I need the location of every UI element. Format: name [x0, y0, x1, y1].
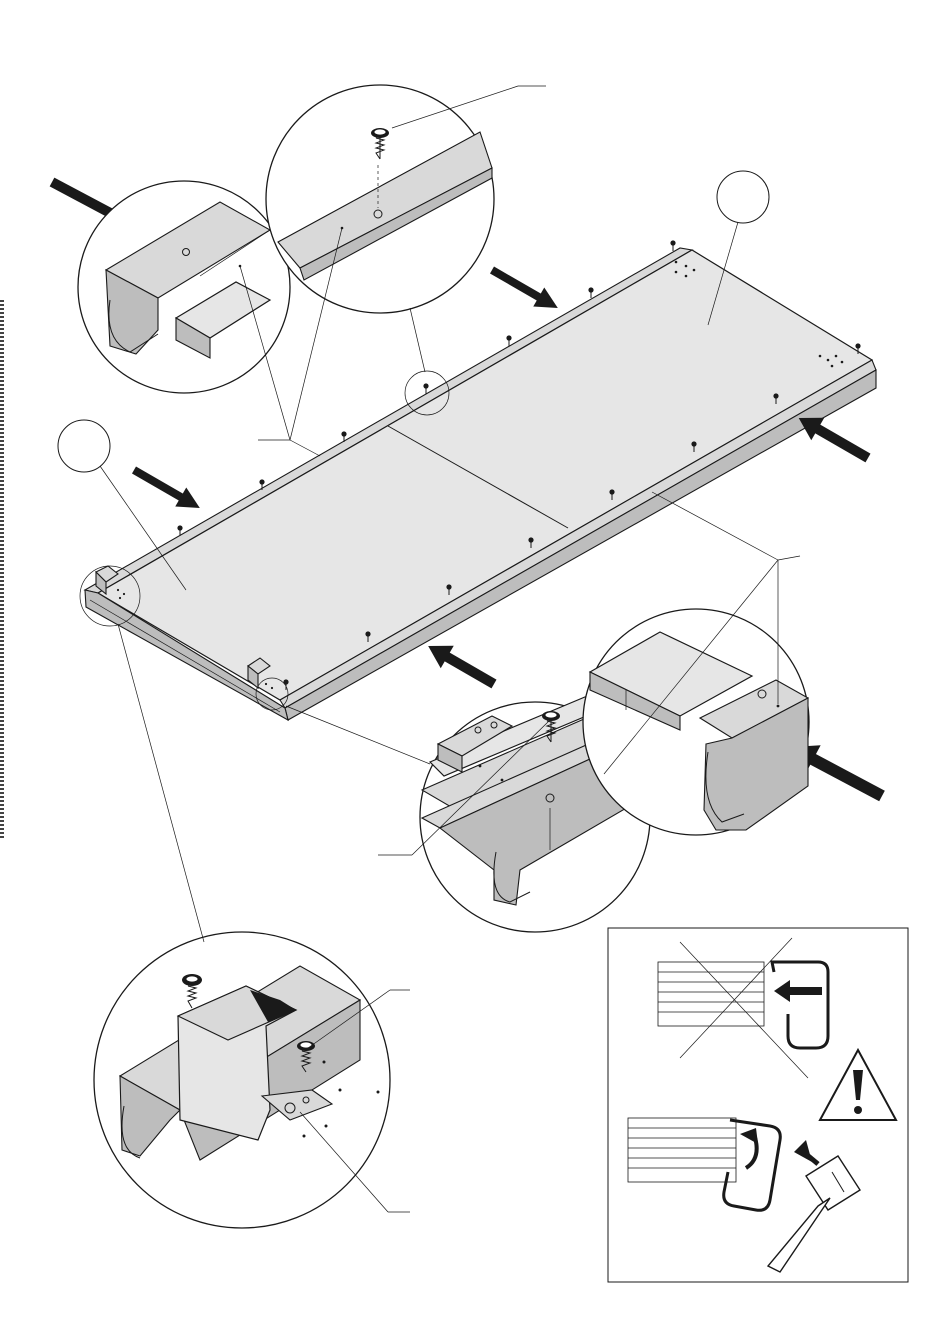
detail-rail-slide [583, 492, 809, 835]
leader-line [286, 706, 430, 764]
screw-icon [506, 335, 511, 346]
part-callout-bubble [58, 420, 110, 472]
arrow-icon [422, 635, 501, 696]
screw-icon [670, 240, 675, 251]
detail-rail-end [78, 181, 290, 393]
leader-line [652, 492, 778, 560]
leader-line [290, 440, 320, 456]
arrow-icon [129, 460, 206, 517]
leader-line [118, 624, 204, 942]
detail-corner-bracket [94, 932, 410, 1228]
part-callout-bubble [717, 171, 769, 223]
warning-inset [608, 928, 908, 1282]
screw-icon [588, 287, 593, 298]
arrow-icon [487, 260, 564, 317]
leader-line [410, 308, 425, 372]
leader-line [778, 556, 800, 560]
